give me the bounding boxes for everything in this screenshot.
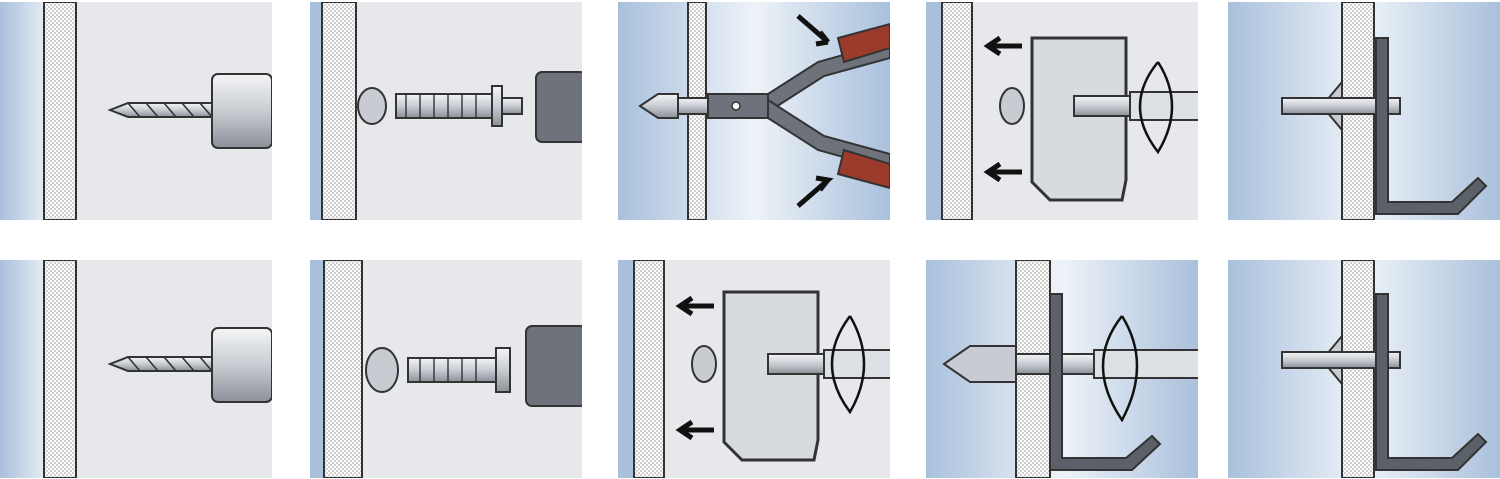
cavity-anchor-icon	[395, 85, 523, 127]
drill-chuck-icon	[211, 73, 272, 149]
step-drill-hole-row2	[0, 260, 272, 478]
press-arrow-icon	[796, 14, 830, 47]
wall-section	[43, 260, 77, 478]
press-arrow-icon	[796, 175, 834, 208]
mounting-plate-icon	[1030, 36, 1128, 202]
step-insert-anchor-row1	[310, 2, 582, 220]
screwdriver-icon	[1093, 349, 1198, 379]
rotate-arrow-icon	[1138, 61, 1174, 155]
drill-bit-icon	[107, 102, 213, 118]
rotate-arrow-icon	[830, 315, 866, 415]
mounting-plate-icon	[722, 290, 820, 462]
wall-section	[941, 2, 973, 220]
wall-section	[633, 260, 665, 478]
drill-chuck-icon	[211, 327, 272, 403]
hook-icon	[1375, 37, 1488, 215]
anchor-hole-icon	[999, 87, 1025, 125]
step-mount-hook-row2	[1228, 260, 1500, 478]
pull-arrow-icon	[983, 161, 1022, 183]
wall-section	[323, 260, 363, 478]
air-side	[0, 2, 44, 220]
screw-icon	[1281, 351, 1401, 369]
anchor-hole-icon	[691, 345, 717, 383]
anchor-hole-icon	[365, 347, 399, 393]
setting-tool-icon	[525, 325, 582, 407]
hook-icon	[1049, 293, 1162, 471]
step-unscrew-row1	[926, 2, 1198, 220]
cavity-anchor-icon	[638, 93, 709, 119]
screw-icon	[767, 353, 825, 375]
setting-tool-icon	[535, 71, 582, 143]
step-expand-tool-row2	[618, 260, 890, 478]
cavity-anchor-icon	[407, 347, 511, 393]
step-insert-anchor-row2	[310, 260, 582, 478]
hook-icon	[1375, 293, 1488, 471]
wall-section	[43, 2, 77, 220]
screwdriver-icon	[823, 349, 890, 379]
step-tighten-row2	[926, 260, 1198, 478]
pull-arrow-icon	[675, 295, 714, 317]
screw-icon	[1073, 95, 1131, 117]
wall-section	[321, 2, 357, 220]
step-mount-hook-row1	[1228, 2, 1500, 220]
screw-icon	[1281, 97, 1401, 115]
anchor-hole-icon	[357, 87, 387, 125]
pull-arrow-icon	[675, 419, 714, 441]
setting-pliers-icon	[707, 22, 890, 190]
step-drill-hole-row1	[0, 2, 272, 220]
step-expand-pliers-row1	[618, 2, 890, 220]
pull-arrow-icon	[983, 35, 1022, 57]
rotate-arrow-icon	[1101, 315, 1139, 423]
drill-bit-icon	[107, 356, 213, 372]
